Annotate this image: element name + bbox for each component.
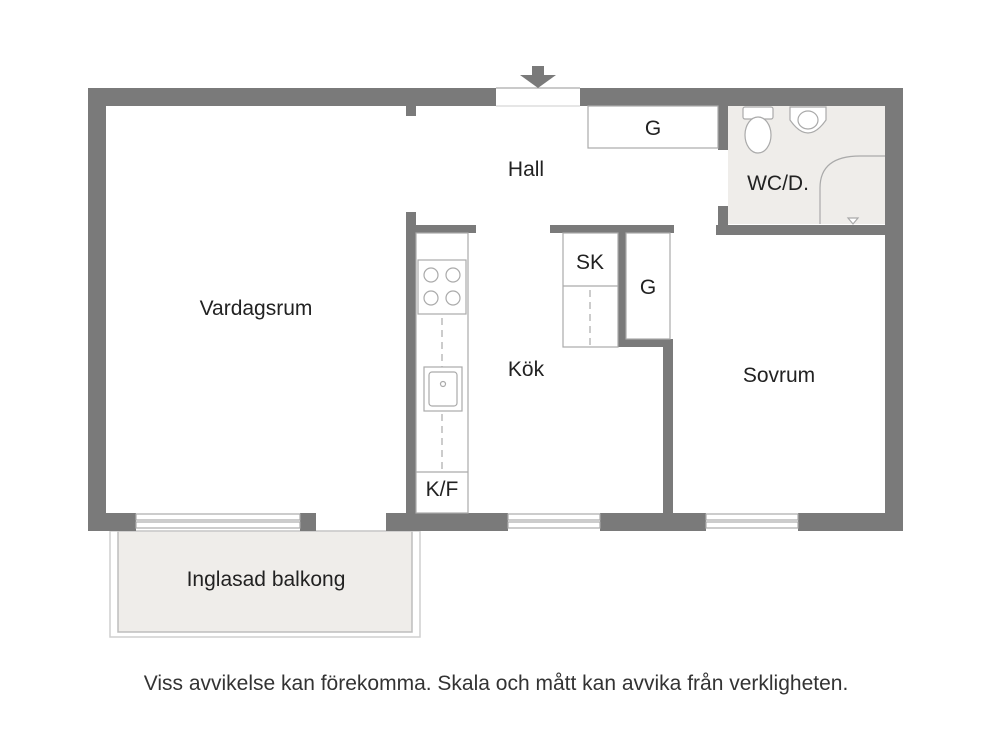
room-label-sovrum: Sovrum [743, 364, 815, 387]
label-garderob-kok: G [640, 276, 656, 299]
balcony-railing [109, 530, 421, 638]
floor-plan: Vardagsrum Hall Kök Sovrum WC/D. Inglasa… [88, 66, 903, 638]
sink-icon [423, 366, 463, 412]
toilet-icon [742, 106, 774, 154]
interior-walls [406, 106, 903, 513]
hall-wardrobe [587, 105, 719, 149]
room-label-kok: Kök [508, 358, 545, 381]
disclaimer-text: Viss avvikelse kan förekomma. Skala och … [143, 672, 849, 695]
label-garderob-hall: G [645, 117, 661, 140]
washbasin-icon [789, 106, 827, 134]
room-label-hall: Hall [508, 158, 544, 181]
room-label-wc: WC/D. [747, 172, 809, 195]
shower-icon [819, 155, 885, 225]
balcony-floor [117, 530, 413, 633]
kitchen-wardrobe [625, 232, 671, 340]
outer-walls [88, 88, 903, 531]
entrance-arrow-icon [520, 66, 556, 88]
label-skap: SK [576, 251, 604, 274]
room-label-balkong: Inglasad balkong [187, 568, 346, 591]
windows [135, 513, 799, 529]
label-kyl-frys: K/F [426, 478, 459, 501]
room-label-vardagsrum: Vardagsrum [200, 297, 313, 320]
stove-icon [417, 259, 467, 315]
entrance-door [496, 87, 580, 107]
